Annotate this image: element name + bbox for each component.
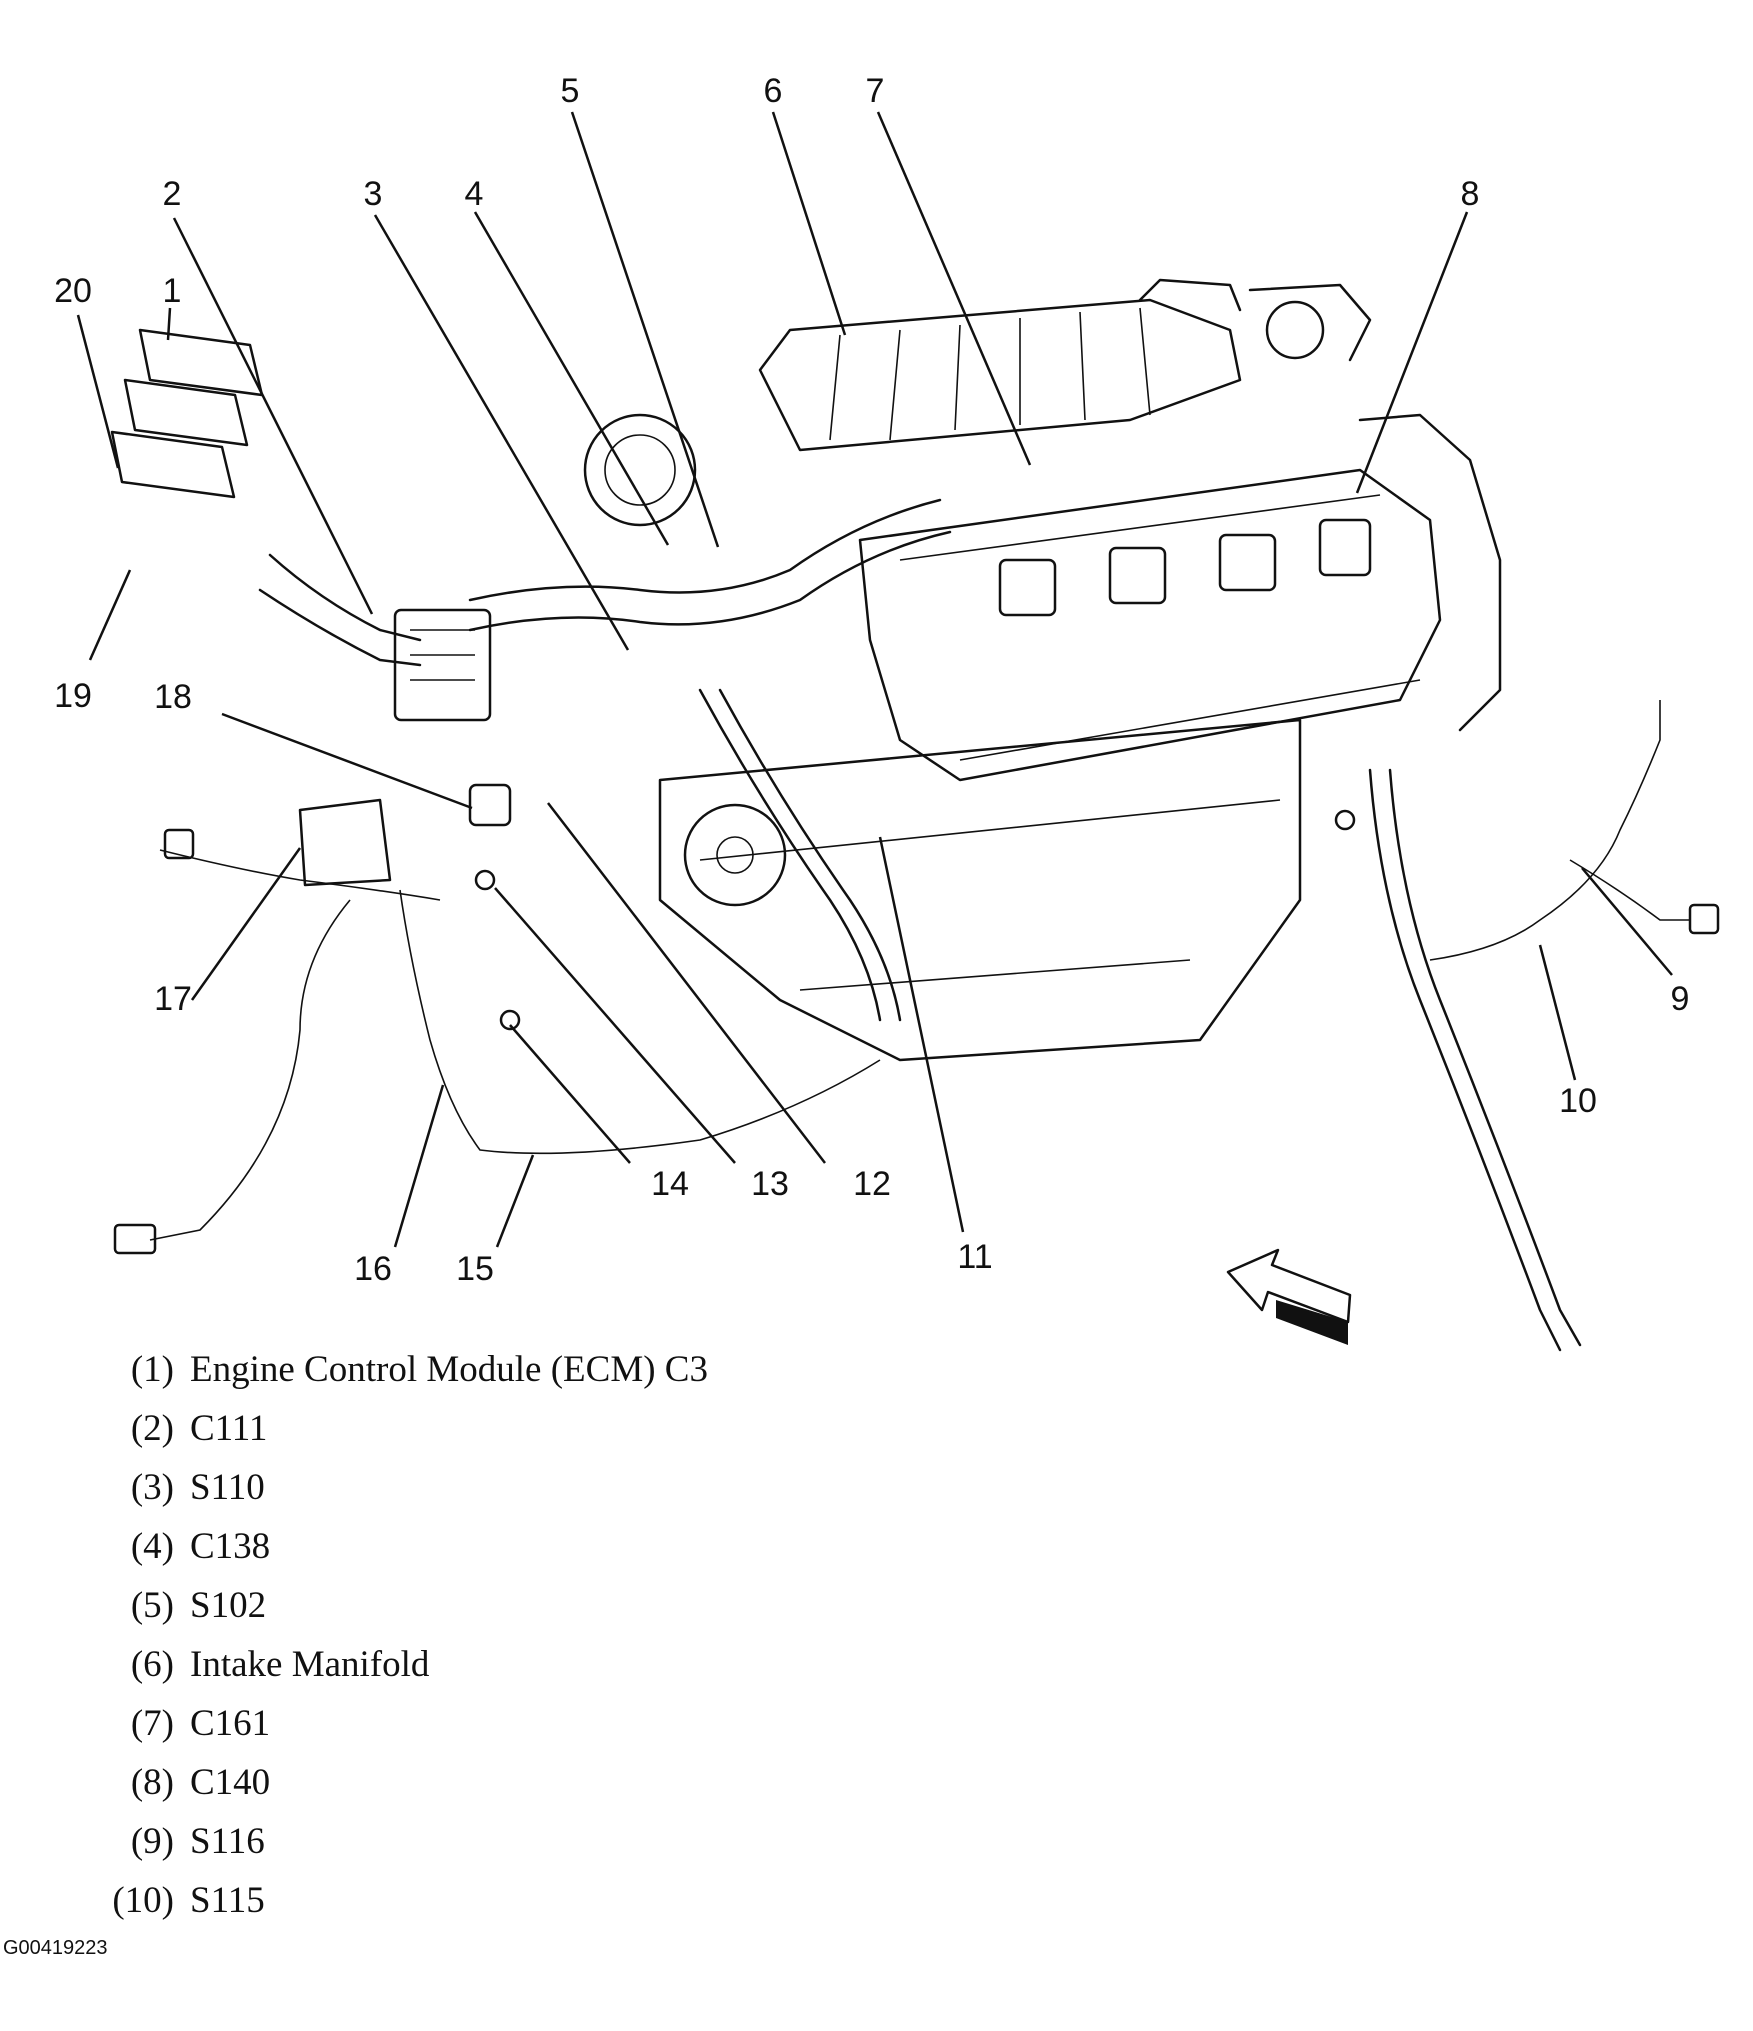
legend-text: S116 [190,1821,265,1862]
callout-12: 12 [853,1165,891,1203]
legend-item: (10) S115 [60,1871,708,1930]
legend-item: (8) C140 [60,1753,708,1812]
legend-item: (9) S116 [60,1812,708,1871]
legend-number: (9) [130,1821,174,1862]
ecm-connectors [110,328,264,499]
callout-3: 3 [364,175,383,213]
legend-text: Engine Control Module (ECM) C3 [190,1349,708,1390]
legend-number: (5) [130,1585,174,1626]
legend-text: C140 [190,1762,271,1803]
legend-number: (3) [130,1467,174,1508]
legend-number: (1) [130,1349,174,1390]
legend-number: (8) [130,1762,174,1803]
legend-text: C161 [190,1703,271,1744]
callout-5: 5 [561,72,580,110]
callout-1: 1 [163,272,182,310]
callout-14: 14 [651,1165,689,1203]
legend-item: (6) Intake Manifold [60,1635,708,1694]
legend: (1) Engine Control Module (ECM) C3 (2) C… [60,1340,708,1930]
engine-wiring-diagram: 1 2 3 4 5 6 7 8 9 10 11 12 13 14 15 16 1… [54,72,1720,1352]
callout-20: 20 [54,272,92,310]
callout-17: 17 [154,980,192,1018]
legend-text: S115 [190,1880,265,1921]
legend-number: (7) [130,1703,174,1744]
legend-item: (7) C161 [60,1694,708,1753]
legend-item: (5) S102 [60,1576,708,1635]
callout-18: 18 [154,678,192,716]
legend-item: (3) S110 [60,1458,708,1517]
callout-11: 11 [957,1238,992,1276]
legend-text: C111 [190,1408,268,1449]
legend-item: (1) Engine Control Module (ECM) C3 [60,1340,708,1399]
legend-number: (10) [112,1880,174,1921]
legend-text: S102 [190,1585,267,1626]
callout-4: 4 [465,175,484,213]
callout-7: 7 [866,72,885,110]
callout-10: 10 [1559,1082,1597,1120]
callout-8: 8 [1461,175,1480,213]
legend-text: S110 [190,1467,265,1508]
legend-text: Intake Manifold [190,1644,430,1685]
callout-6: 6 [764,72,783,110]
callout-13: 13 [751,1165,789,1203]
figure-id: G00419223 [3,1937,108,1959]
callout-2: 2 [163,175,182,213]
callout-labels: 1 2 3 4 5 6 7 8 9 10 11 12 13 14 15 16 1… [54,72,1689,1288]
legend-item: (2) C111 [60,1399,708,1458]
legend-text: C138 [190,1526,271,1567]
engine-illustration [110,278,1720,1352]
legend-number: (6) [130,1644,174,1685]
legend-number: (2) [130,1408,174,1449]
callout-9: 9 [1671,980,1690,1018]
leader-lines [76,111,1673,1248]
callout-15: 15 [456,1250,494,1288]
callout-16: 16 [354,1250,392,1288]
legend-item: (4) C138 [60,1517,708,1576]
callout-19: 19 [54,677,92,715]
legend-number: (4) [130,1526,174,1567]
